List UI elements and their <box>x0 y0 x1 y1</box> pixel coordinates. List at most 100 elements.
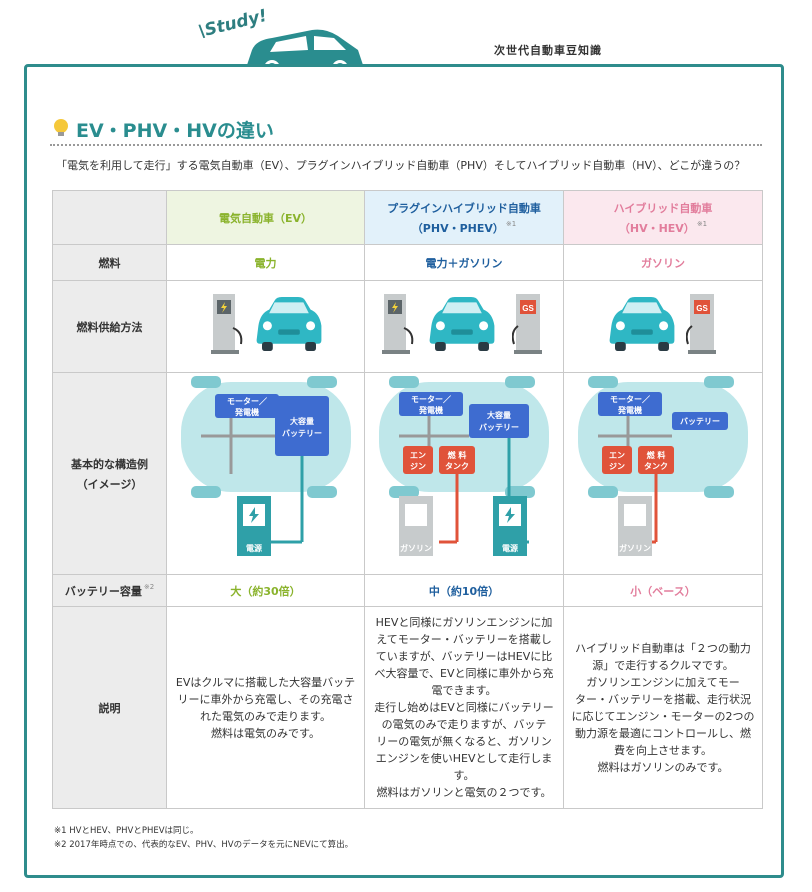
section-heading: EV・PHV・HVの違い <box>50 114 762 146</box>
phv-name-line2: （PHV・PHEV） <box>411 221 504 235</box>
fuel-hv: ガソリン <box>563 244 763 281</box>
desc-phv-line: 電できます。 <box>431 684 497 697</box>
phv-engine-label-1: エン <box>410 451 426 460</box>
footnote-2: ※2 2017年時点での、代表的なEV、PHV、HVのデータを元にNEVにて算出… <box>54 840 354 850</box>
phv-name-line1: プラグインハイブリッド自動車 <box>387 201 541 215</box>
comparison-table: 電気自動車（EV） プラグインハイブリッド自動車 （PHV・PHEV）※1 ハイ… <box>52 190 763 809</box>
fuel-phv: 電力＋ガソリン <box>364 244 564 281</box>
column-header-hv: ハイブリッド自動車 （HV・HEV）※1 <box>563 190 763 245</box>
phv-engine-label-2: ジン <box>410 462 426 471</box>
phv-motor-label-1: モーター／ <box>411 394 451 404</box>
phv-battery-label-2: バッテリー <box>479 423 519 432</box>
desc-phv-line: リーの電気が無くなると、ガソリン <box>376 735 552 748</box>
ev-name: 電気自動車（EV） <box>218 211 313 225</box>
table-row: 基本的な構造例 （イメージ） モーター／ 発電機 大容量 バッテリー <box>52 372 763 575</box>
battery-header-text: バッテリー容量 <box>64 584 142 598</box>
table-row: 燃料供給方法 <box>52 280 763 373</box>
desc-phv-line: HEVと同様にガソリンエンジンに加 <box>375 616 553 629</box>
desc-phv-line: エンジンを使いHEVとして走行しま <box>375 752 553 765</box>
desc-phv-line: 燃料はガソリンと電気の２つです。 <box>376 786 552 799</box>
battery-header: バッテリー容量※2 <box>52 574 167 607</box>
hv-name-line2: （HV・HEV） <box>618 221 695 235</box>
battery-note: ※2 <box>143 582 155 591</box>
hv-gasoline-label: ガソリン <box>619 543 651 553</box>
desc-hv-line: ター・バッテリーを搭載、走行状況 <box>575 692 751 706</box>
desc-ev-line: 燃料は電気のみです。 <box>211 726 320 740</box>
lightbulb-icon <box>54 119 68 136</box>
structure-header: 基本的な構造例 （イメージ） <box>52 372 167 575</box>
structure-ev: モーター／ 発電機 大容量 バッテリー 電源 <box>166 372 365 575</box>
hv-battery-label: バッテリー <box>680 417 720 426</box>
desc-phv-line: 走行し始めはEVと同様にバッテリー <box>374 701 554 714</box>
phv-tank-label-1: 燃 料 <box>448 450 467 460</box>
desc-phv-line: ていますが、バッテリーはHEVに比 <box>375 650 553 663</box>
desc-hv-line: に応じてエンジン・モーターの2つの <box>571 709 755 723</box>
desc-hv-line: ハイブリッド自動車は「２つの動力 <box>575 641 751 655</box>
ev-motor-label-1: モーター／ <box>227 396 267 406</box>
table-row: バッテリー容量※2 大（約30倍） 中（約10倍） 小（ベース） <box>52 574 763 607</box>
footnote-1: ※1 HVとHEV、PHVとPHEVは同じ。 <box>54 826 199 836</box>
supply-hv <box>563 280 763 373</box>
column-header-ev: 電気自動車（EV） <box>166 190 365 245</box>
supply-phv <box>364 280 564 373</box>
desc-hv-line: ガソリンエンジンに加えてモー <box>586 675 740 689</box>
structure-header-line2: （イメージ） <box>76 477 143 491</box>
table-header-row: 電気自動車（EV） プラグインハイブリッド自動車 （PHV・PHEV）※1 ハイ… <box>52 190 763 245</box>
desc-ev-line: EVはクルマに搭載した大容量バッテ <box>175 675 356 689</box>
phv-structure-diagram: モーター／ 発電機 大容量 バッテリー エン ジン 燃 料 タンク ガソリン <box>379 376 549 556</box>
battery-phv: 中（約10倍） <box>364 574 564 607</box>
desc-phv-line: べ大容量で、EVと同様に車外から充 <box>374 667 554 680</box>
phv-power-source-label: 電源 <box>502 543 518 553</box>
hv-refuel-illustration <box>609 293 717 355</box>
ev-battery-label-2: バッテリー <box>282 429 322 438</box>
hv-motor-label-2: 発電機 <box>617 405 642 415</box>
structure-phv: モーター／ 発電機 大容量 バッテリー エン ジン 燃 料 タンク ガソリン <box>364 372 564 575</box>
ev-charging-illustration <box>210 293 321 355</box>
structure-header-line1: 基本的な構造例 <box>71 457 148 471</box>
phv-charging-illustration <box>382 293 543 355</box>
hv-name-line1: ハイブリッド自動車 <box>613 201 713 215</box>
table-row: 説明 EVはクルマに搭載した大容量バッテ リーに車外から充電し、その充電さ れた… <box>52 606 763 809</box>
ev-power-source-label: 電源 <box>246 543 262 553</box>
fuel-header: 燃料 <box>52 244 167 281</box>
hv-tank-label-1: 燃 料 <box>647 450 666 460</box>
phv-note: ※1 <box>505 219 517 228</box>
phv-gasoline-label: ガソリン <box>400 543 432 553</box>
hv-engine-label-1: エン <box>609 451 625 460</box>
table-row: 燃料 電力 電力＋ガソリン ガソリン <box>52 244 763 281</box>
battery-hv: 小（ベース） <box>563 574 763 607</box>
corner-cell <box>52 190 167 245</box>
desc-hv-line: 源」で走行するクルマです。 <box>592 658 734 672</box>
hv-tank-label-2: タンク <box>644 461 668 471</box>
fuel-ev: 電力 <box>166 244 365 281</box>
hv-engine-label-2: ジン <box>609 462 625 471</box>
battery-ev: 大（約30倍） <box>166 574 365 607</box>
desc-hv-line: 費を向上させます。 <box>614 743 712 757</box>
desc-hv: ハイブリッド自動車は「２つの動力 源」で走行するクルマです。 ガソリンエンジンに… <box>563 606 763 809</box>
phv-tank-label-2: タンク <box>445 461 469 471</box>
ev-motor-label-2: 発電機 <box>234 407 259 417</box>
desc-hv-line: 動力源を最適にコントロールし、燃 <box>575 726 751 740</box>
phv-battery-label-1: 大容量 <box>487 410 511 420</box>
structure-hv: モーター／ 発電機 バッテリー エン ジン 燃 料 タンク ガソリン <box>563 372 763 575</box>
logo-subtitle: 次世代自動車豆知識 <box>494 44 602 57</box>
lead-text: 「電気を利用して走行」する電気自動車（EV）、プラグインハイブリッド自動車（PH… <box>56 159 746 172</box>
desc-phv-line: す。 <box>453 769 475 782</box>
desc-ev: EVはクルマに搭載した大容量バッテ リーに車外から充電し、その充電さ れた電気の… <box>166 606 365 809</box>
ev-structure-diagram: モーター／ 発電機 大容量 バッテリー 電源 <box>180 376 351 556</box>
desc-ev-line: れた電気のみで走ります。 <box>200 709 331 723</box>
hv-structure-diagram: モーター／ 発電機 バッテリー エン ジン 燃 料 タンク ガソリン <box>578 376 748 556</box>
supply-ev <box>166 280 365 373</box>
desc-header: 説明 <box>52 606 167 809</box>
supply-header: 燃料供給方法 <box>52 280 167 373</box>
desc-phv: HEVと同様にガソリンエンジンに加 えてモーター・バッテリーを搭載し ていますが… <box>364 606 564 809</box>
hv-note: ※1 <box>696 219 708 228</box>
desc-phv-line: の電気のみで走りますが、バッテ <box>381 718 547 731</box>
hv-motor-label-1: モーター／ <box>610 394 650 404</box>
desc-ev-line: リーに車外から充電し、その充電さ <box>177 692 354 706</box>
desc-phv-line: えてモーター・バッテリーを搭載し <box>376 633 552 646</box>
column-header-phv: プラグインハイブリッド自動車 （PHV・PHEV）※1 <box>364 190 564 245</box>
section-title: EV・PHV・HVの違い <box>76 120 274 142</box>
desc-hv-line: 燃料はガソリンのみです。 <box>597 760 729 774</box>
ev-battery-label-1: 大容量 <box>290 416 314 426</box>
